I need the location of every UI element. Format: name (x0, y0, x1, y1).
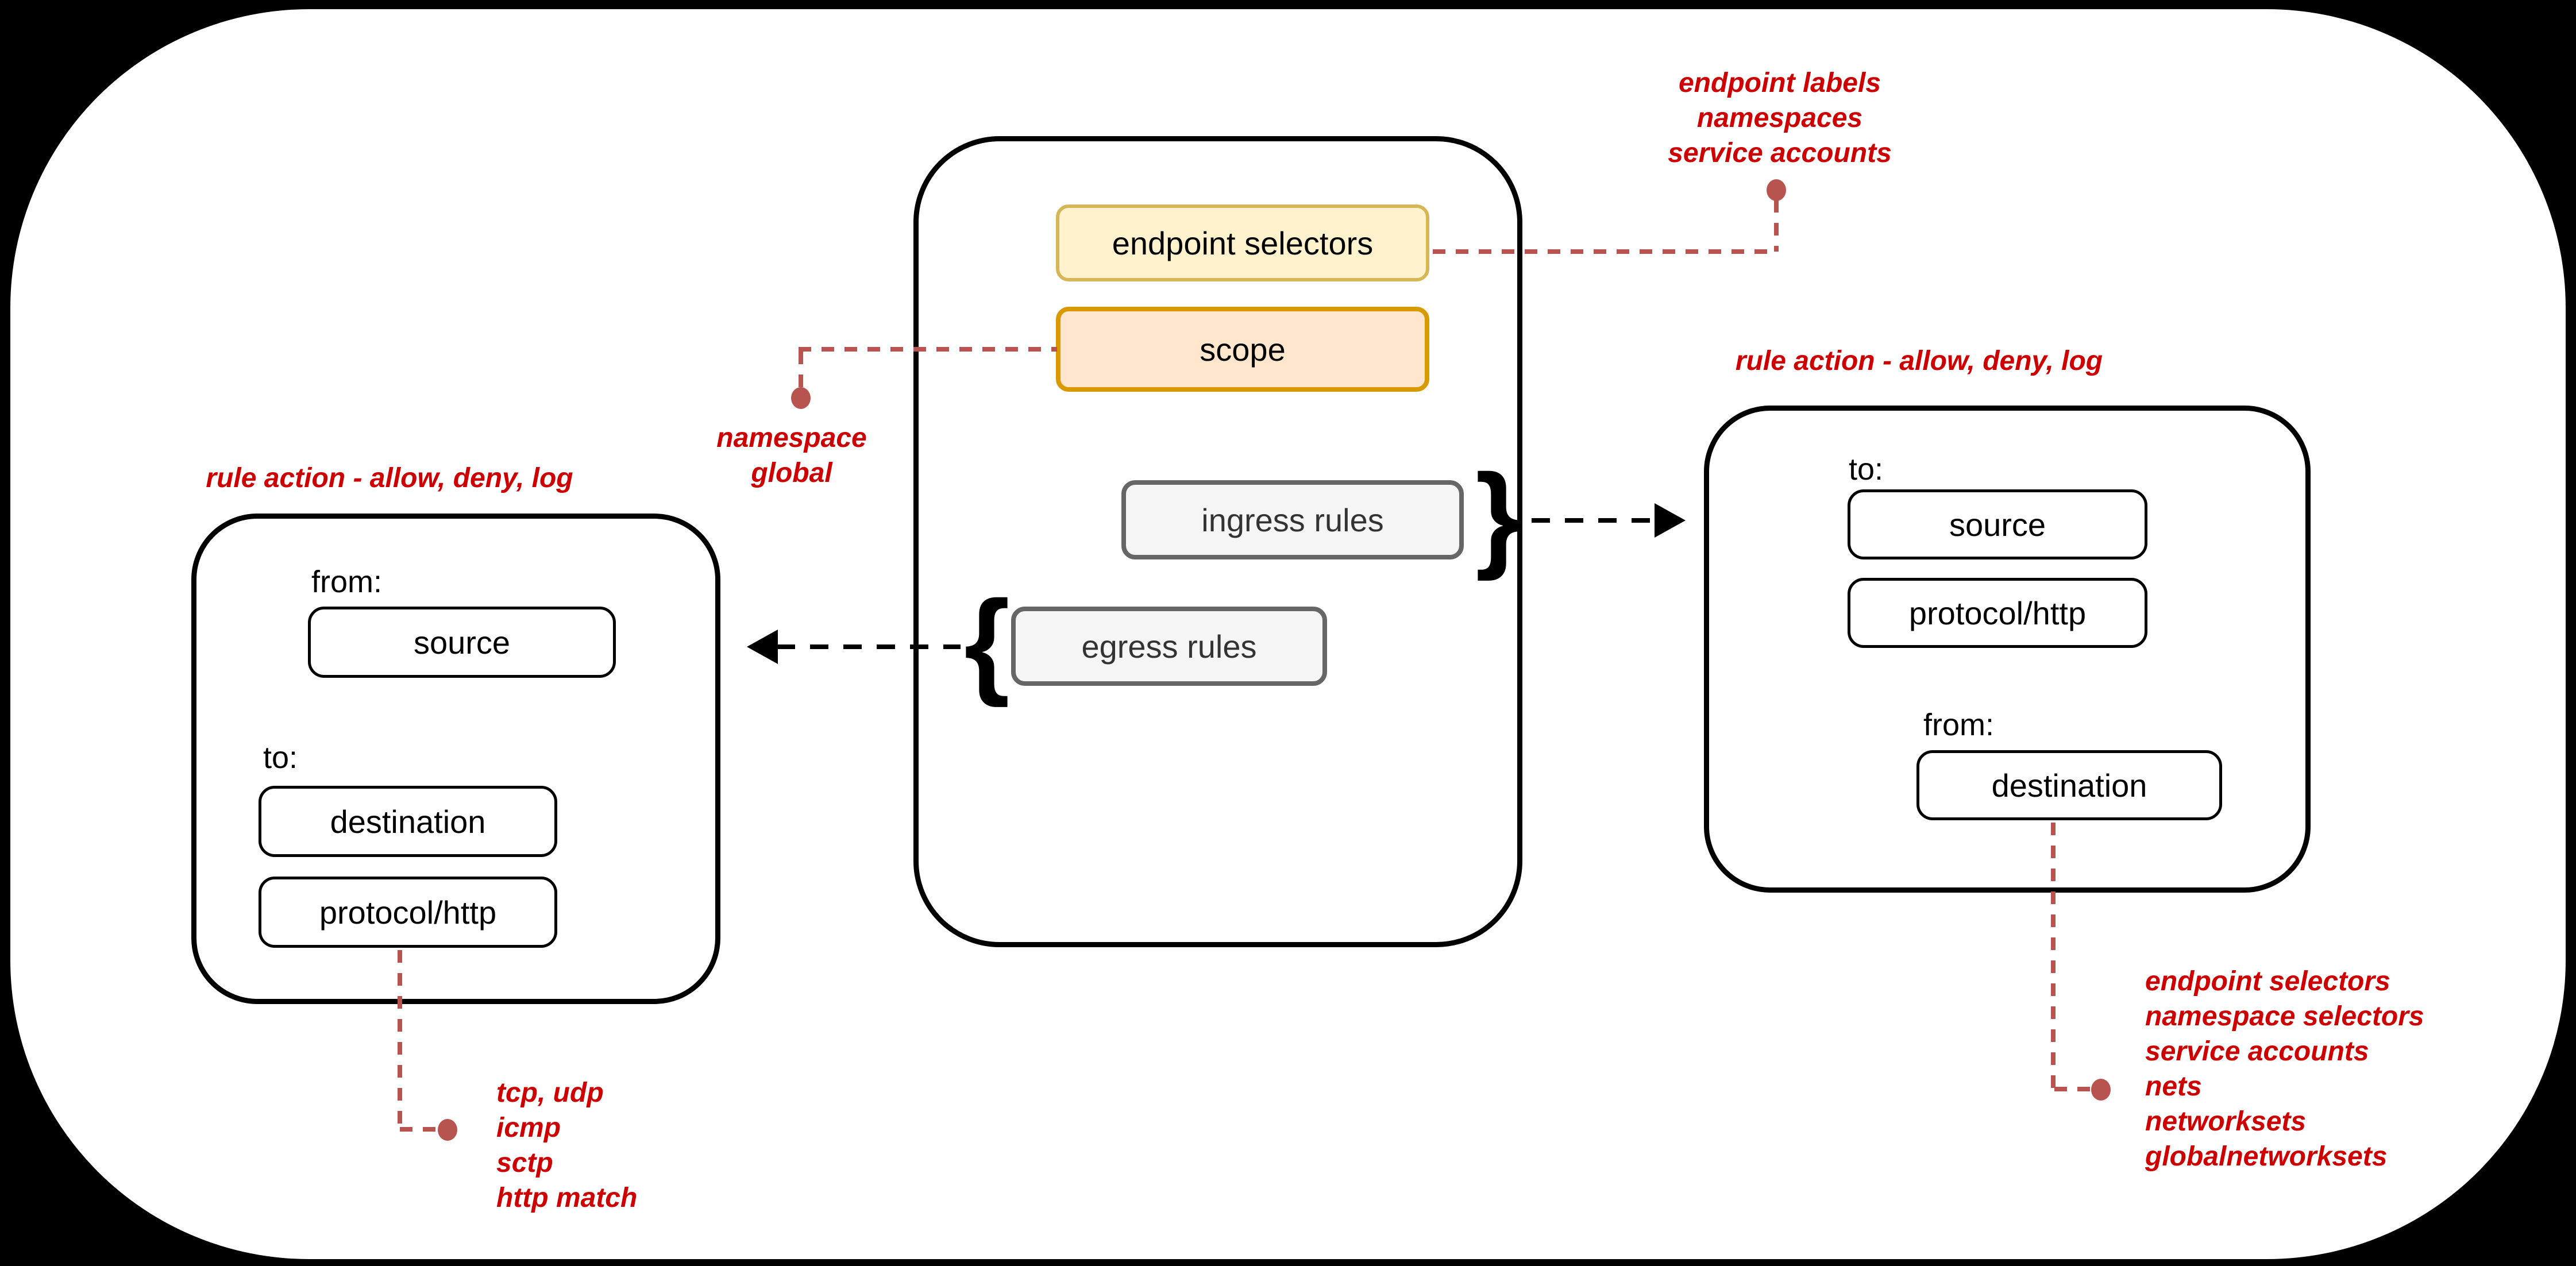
note-line: networksets (2145, 1106, 2307, 1137)
diagram-sheet: endpoint selectors scope ingress rules e… (10, 9, 2566, 1259)
egress-destination-label: destination (330, 803, 486, 840)
ingress-rule-action-note: rule action - allow, deny, log (1735, 346, 2103, 376)
note-line: service accounts (2145, 1036, 2369, 1067)
ingress-source-label: source (1949, 506, 2046, 543)
scope-connector-h (799, 347, 1057, 352)
ingress-protocol-box: protocol/http (1848, 578, 2147, 648)
protocol-connector-v (398, 950, 402, 1129)
note-line: namespace (716, 423, 867, 453)
protocol-connector-dot-icon (438, 1119, 457, 1141)
egress-protocol-label: protocol/http (319, 894, 497, 931)
ingress-from-label: from: (1923, 708, 1995, 742)
egress-from-label: from: (311, 565, 383, 599)
destination-connector-h (2054, 1087, 2096, 1091)
egress-to-label: to: (263, 740, 298, 775)
note-line: global (751, 458, 832, 488)
endpoint-selectors-box: endpoint selectors (1056, 204, 1429, 281)
ingress-source-box: source (1848, 489, 2147, 559)
destination-connector-dot-icon (2091, 1079, 2111, 1101)
scope-connector-dot-icon (791, 387, 811, 409)
note-line: endpoint labels (1678, 68, 1881, 98)
note-line: nets (2145, 1071, 2202, 1102)
protocol-connector-h (400, 1127, 441, 1132)
endpoint-selectors-connector-h (1433, 249, 1777, 254)
endpoint-selector-options-note: endpoint labels namespaces service accou… (1561, 65, 1998, 171)
egress-source-box: source (308, 607, 616, 678)
protocol-options-note: tcp, udp icmp sctp http match (496, 1075, 637, 1215)
egress-arrow-line (777, 644, 961, 649)
egress-protocol-box: protocol/http (259, 877, 557, 948)
endpoint-selectors-connector-v (1774, 200, 1779, 252)
egress-destination-box: destination (259, 786, 557, 857)
ingress-destination-label: destination (1991, 767, 2147, 804)
egress-rules-box: egress rules (1011, 607, 1327, 686)
destination-options-note: endpoint selectors namespace selectors s… (2145, 964, 2424, 1174)
note-line: sctp (496, 1148, 553, 1178)
ingress-brace: } (1475, 450, 1521, 582)
ingress-arrow-line (1532, 518, 1664, 523)
ingress-rules-box: ingress rules (1121, 480, 1464, 559)
note-line: http match (496, 1183, 638, 1213)
ingress-destination-box: destination (1916, 750, 2222, 820)
endpoint-selectors-label: endpoint selectors (1112, 225, 1374, 261)
note-line: service accounts (1668, 138, 1892, 168)
scope-options-note: namespace global (648, 420, 935, 491)
ingress-rules-label: ingress rules (1201, 501, 1384, 538)
destination-connector-v (2051, 823, 2056, 1090)
egress-rules-label: egress rules (1081, 628, 1257, 665)
note-line: endpoint selectors (2145, 966, 2390, 997)
scope-box: scope (1056, 307, 1429, 392)
endpoint-selectors-connector-dot-icon (1767, 179, 1786, 201)
egress-arrow-head-icon (747, 630, 778, 664)
ingress-to-label: to: (1849, 452, 1884, 487)
scope-label: scope (1200, 331, 1286, 368)
note-line: tcp, udp (496, 1078, 604, 1108)
note-line: icmp (496, 1113, 561, 1143)
note-line: namespace selectors (2145, 1001, 2424, 1032)
egress-brace: { (964, 576, 1010, 708)
egress-source-label: source (413, 624, 511, 661)
scope-connector-v (799, 352, 803, 387)
note-line: globalnetworksets (2145, 1141, 2388, 1172)
note-line: namespaces (1696, 103, 1863, 133)
ingress-protocol-label: protocol/http (1908, 595, 2087, 631)
ingress-arrow-head-icon (1655, 503, 1686, 538)
egress-rule-action-note: rule action - allow, deny, log (206, 463, 573, 493)
